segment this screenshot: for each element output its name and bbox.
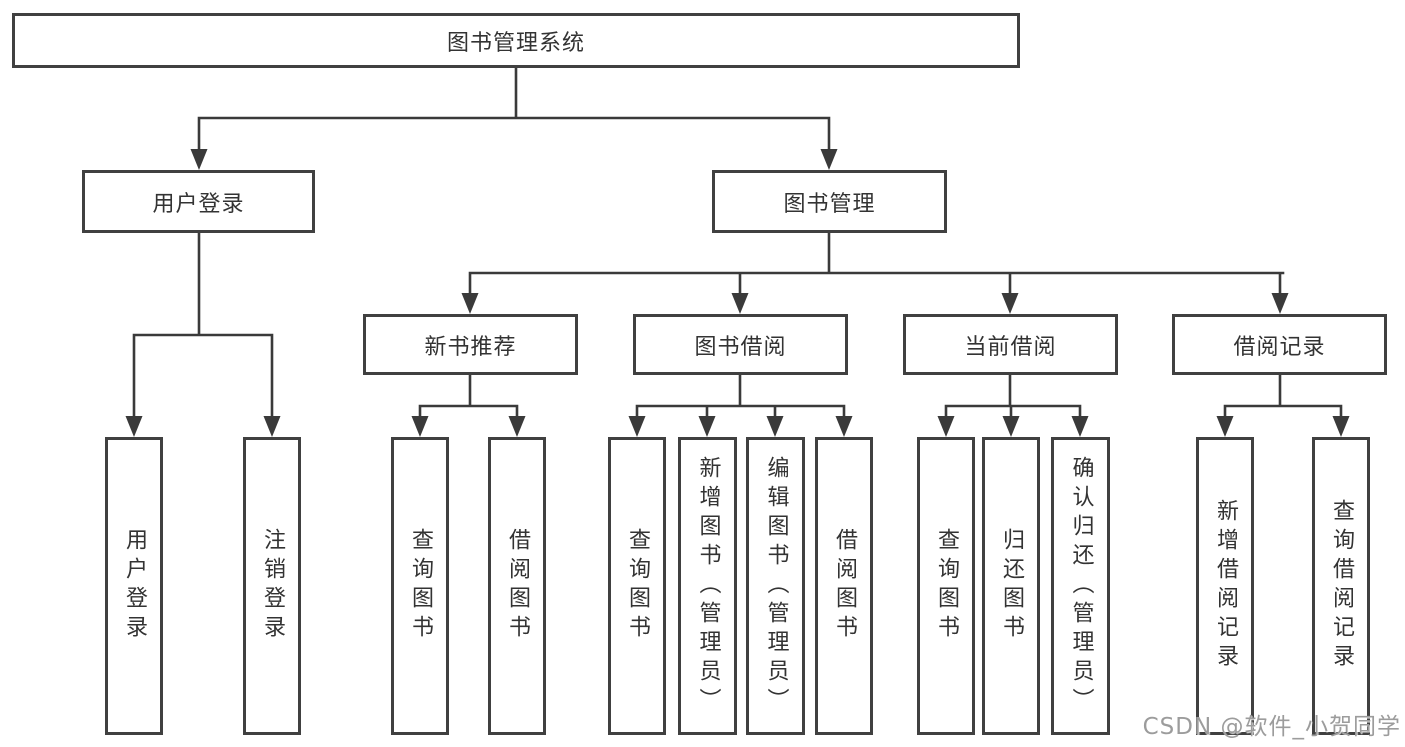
arrow-down-icon [1271, 293, 1289, 314]
leaf-borrow-book-recommend: 借阅图书 [488, 437, 546, 735]
node-user-login-label: 用户登录 [152, 191, 245, 217]
arrow-down-icon [937, 416, 955, 437]
arrow-down-icon [820, 149, 838, 170]
leaf-add-book-admin-label: 新增图书（管理员） [695, 455, 721, 717]
node-current-borrow-label: 当前借阅 [964, 334, 1057, 360]
leaf-query-book-recommend: 查询图书 [391, 437, 449, 735]
arrow-down-icon [1216, 416, 1234, 437]
leaf-query-borrow-record-label: 查询借阅记录 [1329, 499, 1354, 673]
arrow-down-icon [1001, 293, 1019, 314]
node-book-management-label: 图书管理 [783, 191, 876, 217]
arrow-down-icon [835, 416, 853, 437]
leaf-edit-book-admin: 编辑图书（管理员） [746, 437, 805, 735]
leaf-borrow-book-recommend-label: 借阅图书 [505, 528, 530, 644]
arrow-down-icon [508, 416, 526, 437]
watermark: CSDN @软件_小贺同学 [1142, 714, 1401, 740]
leaf-return-book-label: 归还图书 [999, 528, 1024, 644]
node-book-borrow: 图书借阅 [633, 314, 848, 375]
leaf-user-login: 用户登录 [105, 437, 163, 735]
leaf-confirm-return-admin-label: 确认归还（管理员） [1068, 455, 1094, 717]
node-new-book-recommend-label: 新书推荐 [424, 334, 517, 360]
leaf-add-borrow-record-label: 新增借阅记录 [1213, 499, 1238, 673]
leaf-query-book-recommend-label: 查询图书 [408, 528, 433, 644]
leaf-return-book: 归还图书 [982, 437, 1040, 735]
arrow-down-icon [628, 416, 646, 437]
leaf-add-book-admin: 新增图书（管理员） [678, 437, 737, 735]
arrow-down-icon [411, 416, 429, 437]
arrow-down-icon [766, 416, 784, 437]
leaf-logout-login: 注销登录 [243, 437, 301, 735]
connector-lines [132, 66, 1343, 421]
node-root: 图书管理系统 [12, 13, 1020, 68]
leaf-query-book-current-label: 查询图书 [934, 528, 959, 644]
node-new-book-recommend: 新书推荐 [363, 314, 578, 375]
leaf-logout-login-label: 注销登录 [260, 528, 285, 644]
arrow-down-icon [731, 293, 749, 314]
arrow-down-icon [461, 293, 479, 314]
node-borrow-record-label: 借阅记录 [1233, 334, 1326, 360]
node-borrow-record: 借阅记录 [1172, 314, 1387, 375]
leaf-user-login-label: 用户登录 [122, 528, 147, 644]
node-root-label: 图书管理系统 [446, 30, 585, 56]
arrow-down-icon [190, 149, 208, 170]
leaf-query-book-borrow-label: 查询图书 [625, 528, 650, 644]
arrow-down-icon [1332, 416, 1350, 437]
leaf-borrow-book: 借阅图书 [815, 437, 873, 735]
leaf-query-borrow-record: 查询借阅记录 [1312, 437, 1370, 735]
arrow-down-icon [698, 416, 716, 437]
leaf-query-book-current: 查询图书 [917, 437, 975, 735]
node-current-borrow: 当前借阅 [903, 314, 1118, 375]
leaf-edit-book-admin-label: 编辑图书（管理员） [763, 455, 789, 717]
arrow-heads [125, 149, 1350, 437]
arrow-down-icon [125, 416, 143, 437]
arrow-down-icon [1002, 416, 1020, 437]
node-book-management: 图书管理 [712, 170, 947, 233]
leaf-borrow-book-label: 借阅图书 [832, 528, 857, 644]
leaf-confirm-return-admin: 确认归还（管理员） [1051, 437, 1110, 735]
node-book-borrow-label: 图书借阅 [694, 334, 787, 360]
arrow-down-icon [263, 416, 281, 437]
arrow-down-icon [1071, 416, 1089, 437]
leaf-query-book-borrow: 查询图书 [608, 437, 666, 735]
node-user-login: 用户登录 [82, 170, 315, 233]
leaf-add-borrow-record: 新增借阅记录 [1196, 437, 1254, 735]
